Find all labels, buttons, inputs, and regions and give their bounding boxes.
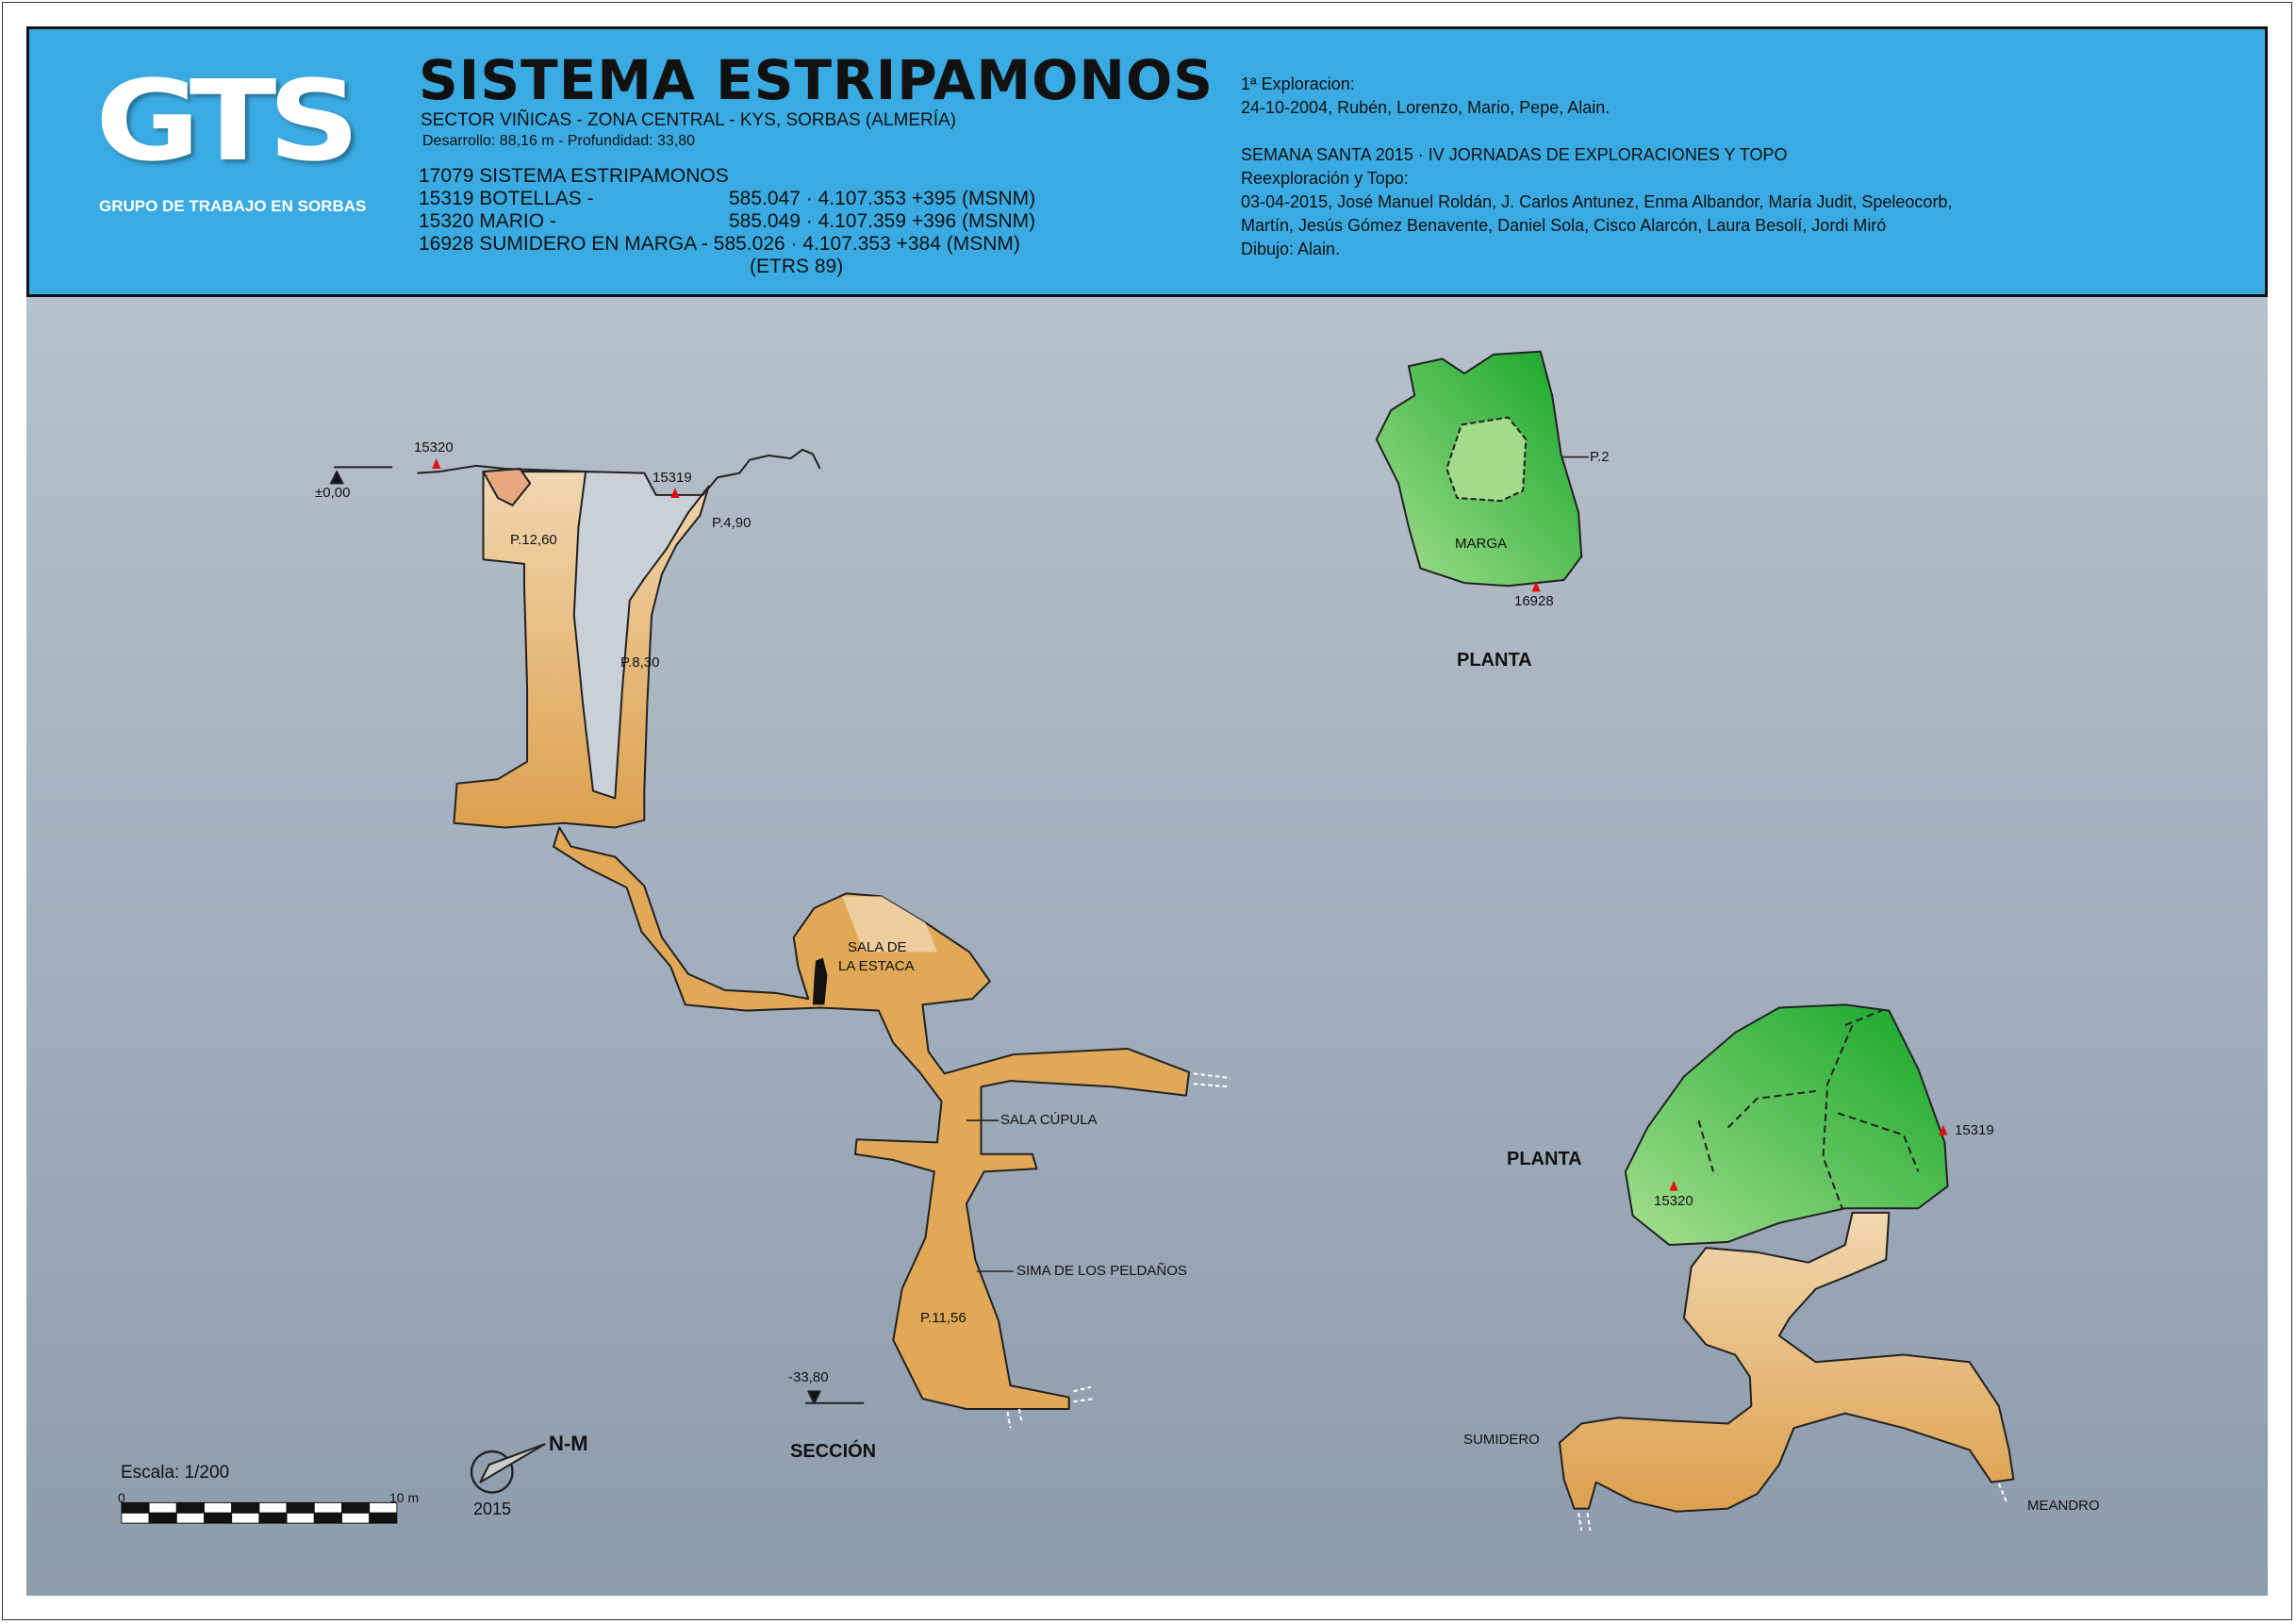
plan-bottom-title: PLANTA [1507, 1149, 1582, 1169]
label-15319: 15319 [652, 470, 692, 486]
system-id: 17079 SISTEMA ESTRIPAMONOS [419, 165, 729, 187]
scale-segment [258, 1501, 288, 1514]
label-sala-estaca: SALA DE [848, 939, 907, 955]
credit-line: Reexploración y Topo: [1241, 169, 1409, 188]
north-arrow-needle [479, 1443, 546, 1483]
plan-top-pit [1445, 416, 1528, 503]
scale-segment [341, 1512, 371, 1524]
credit-line: 03-04-2015, José Manuel Roldán, J. Carlo… [1241, 192, 1953, 211]
datum-bottom-marker [807, 1390, 821, 1404]
credit-line: Dibujo: Alain. [1241, 240, 1341, 258]
scale-segment [175, 1512, 205, 1524]
label-meandro: MEANDRO [2027, 1498, 2100, 1514]
scale-segment [231, 1501, 260, 1514]
scale-segment [231, 1512, 260, 1524]
scale-segment [286, 1512, 315, 1524]
scale-segment [286, 1501, 315, 1514]
marker-15320 [432, 458, 441, 469]
label-p1156: P.11,56 [920, 1310, 966, 1326]
plan-bottom-chambers [1558, 1211, 2015, 1513]
datum-bottom-label: -33,80 [788, 1369, 829, 1385]
label-p2: P.2 [1590, 449, 1610, 465]
label-15320: 15320 [414, 439, 454, 456]
credit-line: 1ª Exploracion: [1241, 75, 1355, 93]
surface-line [417, 448, 821, 496]
credit-line: Martín, Jesús Gómez Benavente, Daniel So… [1241, 216, 1887, 235]
label-p1260: P.12,60 [510, 532, 557, 548]
plan-bottom-doline [1624, 1003, 1949, 1247]
location-subtitle: SECTOR VIÑICAS - ZONA CENTRAL - KYS, SOR… [421, 110, 956, 130]
scale-segment [148, 1501, 177, 1514]
year-label: 2015 [473, 1500, 512, 1518]
label-sala-estaca: LA ESTACA [838, 958, 915, 974]
scale-segment [175, 1501, 205, 1514]
datum: (ETRS 89) [750, 256, 844, 277]
marker-16928 [1531, 581, 1541, 592]
map-title: SISTEMA ESTRIPAMONOS [419, 48, 1214, 112]
title-block: GTS GRUPO DE TRABAJO EN SORBAS SISTEMA E… [26, 26, 2268, 297]
north-arrow-icon [470, 1450, 514, 1494]
label-sumidero: SUMIDERO [1463, 1432, 1540, 1448]
scale-segment [148, 1512, 177, 1524]
scale-segment [204, 1501, 233, 1514]
scale-segment [258, 1512, 288, 1524]
north-label: N-M [549, 1432, 588, 1455]
scale-segment [121, 1512, 150, 1524]
shafts [453, 471, 710, 829]
continuation-marks [1006, 1072, 1231, 1429]
entrance-row: 15319 BOTELLAS -585.047 · 4.107.353 +395… [419, 188, 1036, 209]
scale-start: 0 [118, 1490, 125, 1505]
label-sima-peldanos: SIMA DE LOS PELDAÑOS [1016, 1263, 1187, 1279]
credit-line: 24-10-2004, Rubén, Lorenzo, Mario, Pepe,… [1241, 98, 1611, 117]
scale-segment [369, 1512, 398, 1524]
label-marga: MARGA [1455, 536, 1508, 552]
gts-logo: GTS GRUPO DE TRABAJO EN SORBAS [95, 56, 367, 215]
development-depth: Desarrollo: 88,16 m - Profundidad: 33,80 [422, 133, 696, 149]
plan-top-title: PLANTA [1457, 650, 1532, 671]
scale-bar [121, 1501, 398, 1524]
datum-top-marker [329, 471, 344, 485]
label-15319-plan: 15319 [1955, 1122, 1994, 1138]
section-title: SECCIÓN [790, 1441, 877, 1462]
label-sala-cupula: SALA CÚPULA [1000, 1112, 1098, 1128]
label-15320-plan: 15320 [1654, 1193, 1693, 1209]
scale-segment [204, 1512, 233, 1524]
scale-segment [313, 1512, 342, 1524]
logo-subtitle: GRUPO DE TRABAJO EN SORBAS [99, 197, 367, 215]
continuation-marks-plan [1577, 1483, 2007, 1532]
plan-bottom-galleries [1697, 1009, 1920, 1209]
scale-segment [313, 1501, 342, 1514]
label-p490: P.4,90 [712, 515, 752, 531]
scale-end: 10 m [389, 1490, 420, 1505]
marker-15319 [670, 488, 680, 499]
credit-line: SEMANA SANTA 2015 · IV JORNADAS DE EXPLO… [1241, 145, 1788, 164]
scale-segment [341, 1501, 371, 1514]
marker-15320-plan [1669, 1180, 1678, 1191]
entrance-row: 16928 SUMIDERO EN MARGA - 585.026 · 4.10… [419, 233, 1020, 255]
label-p830: P.8,30 [620, 655, 660, 671]
scale-label: Escala: 1/200 [121, 1463, 230, 1483]
person-figure [812, 957, 828, 1005]
entrance-opening [573, 472, 703, 799]
datum-top-label: ±0,00 [315, 485, 351, 501]
marker-15319-plan [1939, 1124, 1948, 1135]
label-16928: 16928 [1514, 593, 1554, 609]
entrance-row: 15320 MARIO -585.049 · 4.107.359 +396 (M… [419, 210, 1036, 232]
sala-light [841, 896, 937, 953]
scale-segment [121, 1501, 150, 1514]
